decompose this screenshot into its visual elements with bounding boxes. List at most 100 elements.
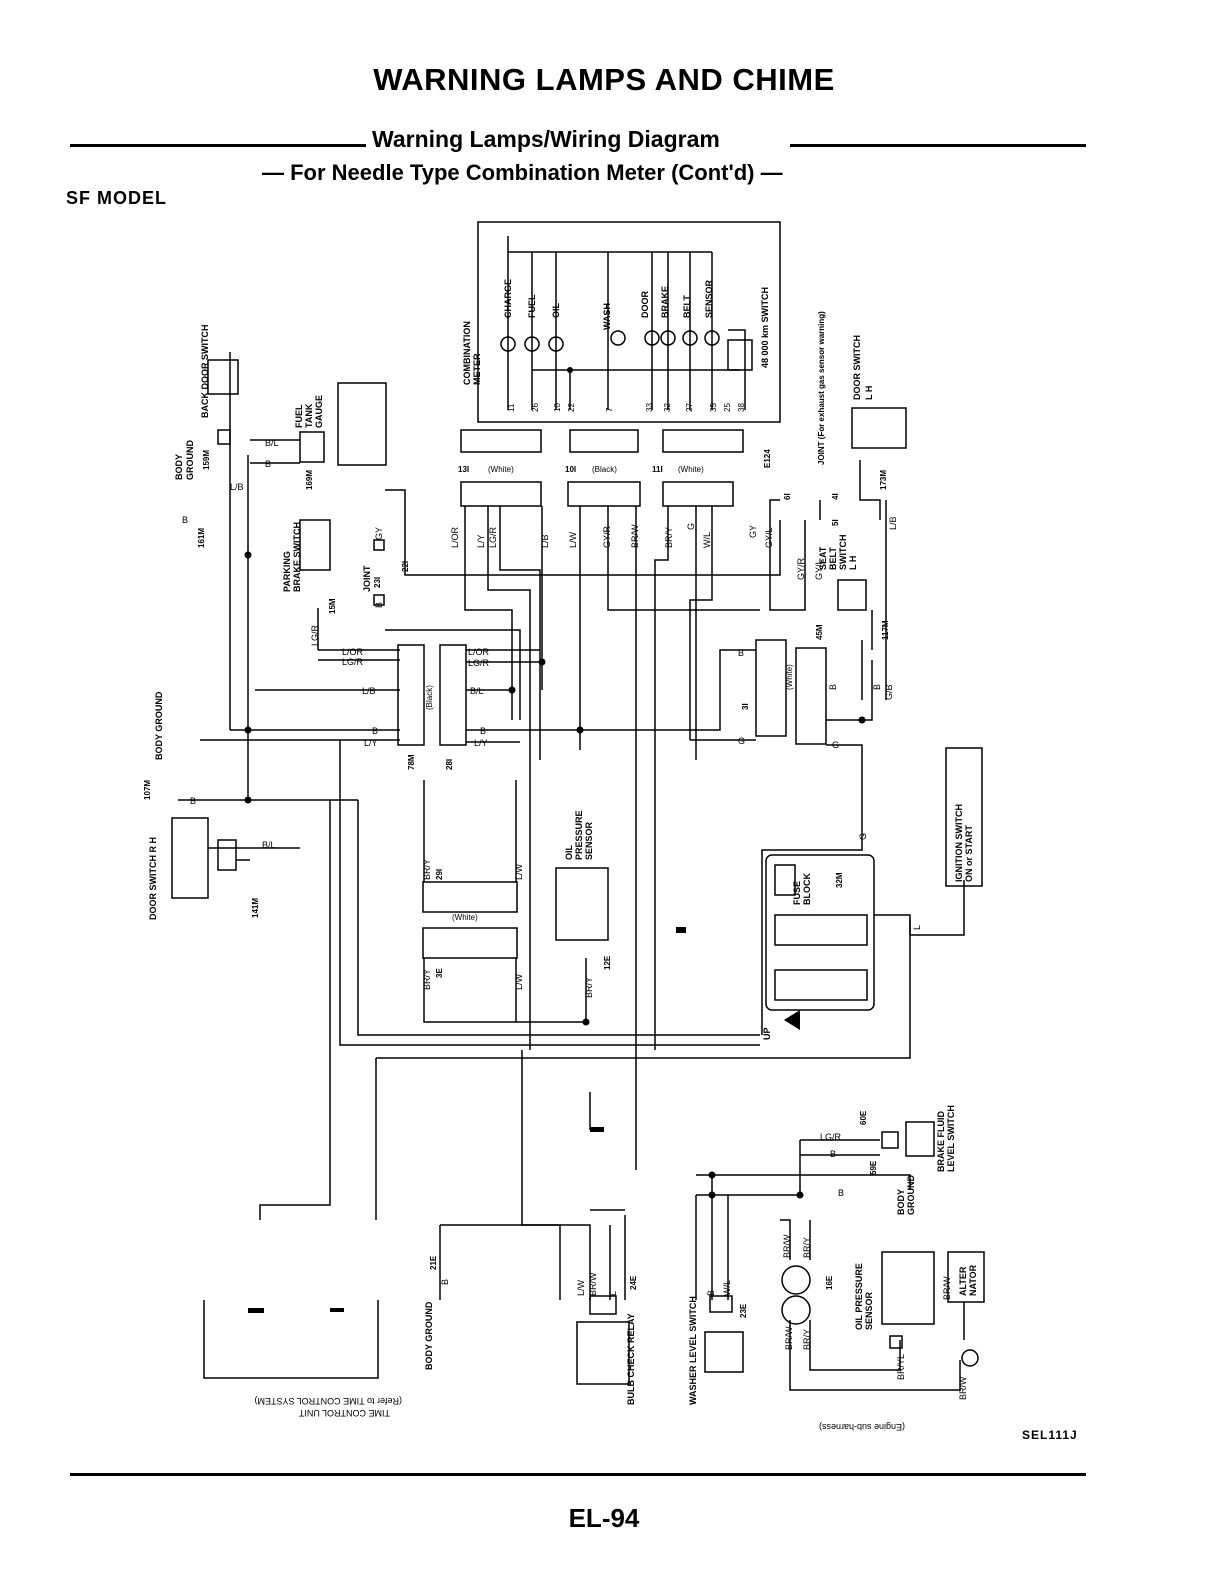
svg-text:5I: 5I: [831, 519, 840, 526]
svg-text:L/OR: L/OR: [342, 647, 364, 657]
svg-text:NATOR: NATOR: [968, 1264, 978, 1296]
svg-text:L H: L H: [864, 386, 874, 400]
svg-text:BR/Y: BR/Y: [802, 1237, 812, 1258]
svg-text:13I: 13I: [458, 465, 469, 474]
svg-text:BULB CHECK RELAY: BULB CHECK RELAY: [626, 1313, 636, 1405]
svg-text:L: L: [912, 925, 922, 930]
svg-text:BR/W: BR/W: [588, 1272, 598, 1296]
svg-text:22: 22: [567, 403, 576, 412]
svg-text:GY: GY: [374, 527, 384, 540]
svg-text:11: 11: [507, 403, 516, 412]
svg-text:BR/W: BR/W: [942, 1276, 952, 1300]
svg-text:BRAKE FLUID: BRAKE FLUID: [936, 1111, 946, 1172]
svg-text:BR/Y: BR/Y: [664, 527, 674, 548]
svg-text:21E: 21E: [429, 1255, 438, 1270]
svg-text:GY: GY: [748, 525, 758, 538]
svg-text:33: 33: [645, 403, 654, 412]
svg-text:BACK DOOR SWITCH: BACK DOOR SWITCH: [200, 325, 210, 419]
svg-text:B: B: [265, 459, 271, 469]
svg-text:23I: 23I: [373, 577, 382, 588]
svg-text:PARKING: PARKING: [282, 551, 292, 592]
svg-text:LEVEL SWITCH: LEVEL SWITCH: [946, 1105, 956, 1172]
svg-text:7: 7: [605, 407, 614, 412]
svg-text:B/L: B/L: [265, 438, 279, 448]
svg-text:4I: 4I: [831, 493, 840, 500]
svg-text:12E: 12E: [603, 955, 612, 970]
svg-text:38: 38: [737, 403, 746, 412]
svg-text:WASHER LEVEL SWITCH: WASHER LEVEL SWITCH: [688, 1296, 698, 1405]
svg-text:15M: 15M: [328, 598, 337, 614]
svg-text:ALTER: ALTER: [958, 1266, 968, 1296]
svg-text:B: B: [182, 515, 188, 525]
svg-text:G: G: [832, 740, 839, 750]
svg-text:G: G: [686, 523, 696, 530]
svg-text:L/OR: L/OR: [450, 526, 460, 548]
svg-text:DOOR SWITCH: DOOR SWITCH: [852, 335, 862, 400]
svg-text:GY/L: GY/L: [814, 559, 824, 580]
svg-text:B: B: [872, 684, 882, 690]
svg-text:WASH: WASH: [602, 303, 612, 330]
svg-text:24E: 24E: [629, 1275, 638, 1290]
svg-text:B: B: [830, 1149, 836, 1159]
svg-text:FUSE: FUSE: [792, 881, 802, 905]
svg-text:BR/W: BR/W: [958, 1376, 968, 1400]
svg-text:L/W: L/W: [514, 973, 524, 990]
svg-text:PRESSURE: PRESSURE: [574, 810, 584, 860]
svg-text:L/Y: L/Y: [474, 738, 488, 748]
svg-text:59E: 59E: [869, 1160, 878, 1175]
svg-text:B/L: B/L: [470, 686, 484, 696]
svg-text:SENSOR: SENSOR: [584, 821, 594, 860]
svg-text:TANK: TANK: [304, 403, 314, 428]
svg-text:G: G: [858, 833, 868, 840]
model-label: SF MODEL: [66, 188, 167, 208]
svg-text:W/L: W/L: [702, 532, 712, 548]
svg-text:GY/L: GY/L: [764, 527, 774, 548]
svg-text:6I: 6I: [783, 493, 792, 500]
svg-text:78M: 78M: [407, 754, 416, 770]
svg-text:(White): (White): [785, 664, 794, 690]
svg-text:TIME CONTROL UNIT: TIME CONTROL UNIT: [298, 1408, 390, 1418]
svg-text:G/B: G/B: [884, 684, 894, 700]
svg-text:B: B: [190, 796, 196, 806]
svg-text:L/B: L/B: [362, 686, 376, 696]
svg-text:BRAKE SWITCH: BRAKE SWITCH: [292, 522, 302, 592]
svg-text:(White): (White): [452, 913, 478, 922]
svg-text:11I: 11I: [652, 465, 663, 474]
svg-text:FUEL: FUEL: [294, 404, 304, 428]
svg-text:SWITCH: SWITCH: [838, 535, 848, 571]
page-number: EL-94: [568, 1503, 640, 1533]
svg-text:LG/R: LG/R: [468, 658, 490, 668]
svg-text:BR/Y: BR/Y: [584, 977, 594, 998]
svg-text:10: 10: [553, 403, 562, 412]
svg-text:B: B: [480, 726, 486, 736]
svg-text:117M: 117M: [881, 620, 890, 640]
svg-text:169M: 169M: [305, 470, 314, 490]
svg-text:METER: METER: [472, 353, 482, 385]
svg-text:BRAKE: BRAKE: [660, 286, 670, 318]
svg-text:W/L: W/L: [722, 1280, 732, 1296]
svg-text:BR/Y: BR/Y: [422, 859, 432, 880]
svg-text:(White): (White): [488, 465, 514, 474]
svg-text:BLOCK: BLOCK: [802, 873, 812, 905]
svg-text:L/OR: L/OR: [468, 647, 490, 657]
svg-text:OIL PRESSURE: OIL PRESSURE: [854, 1263, 864, 1330]
svg-text:28I: 28I: [445, 759, 454, 770]
svg-text:L/B: L/B: [230, 482, 244, 492]
svg-text:DOOR SWITCH R H: DOOR SWITCH R H: [148, 837, 158, 920]
diagram-subtitle-2: — For Needle Type Combination Meter (Con…: [262, 160, 783, 185]
svg-text:SENSOR: SENSOR: [704, 279, 714, 318]
svg-text:173M: 173M: [879, 470, 888, 490]
svg-text:GY/R: GY/R: [796, 557, 806, 580]
svg-text:L/W: L/W: [568, 531, 578, 548]
svg-text:GY/R: GY/R: [602, 525, 612, 548]
svg-text:60E: 60E: [859, 1110, 868, 1125]
figure-code: SEL111J: [1022, 1428, 1078, 1442]
svg-text:BR/YL: BR/YL: [896, 1354, 906, 1380]
svg-text:B: B: [838, 1188, 844, 1198]
svg-text:BELT: BELT: [682, 295, 692, 318]
svg-text:GROUND: GROUND: [185, 440, 195, 480]
up-arrow-icon: [784, 1010, 800, 1030]
page-title: WARNING LAMPS AND CHIME: [373, 62, 835, 97]
svg-text:32: 32: [663, 403, 672, 412]
